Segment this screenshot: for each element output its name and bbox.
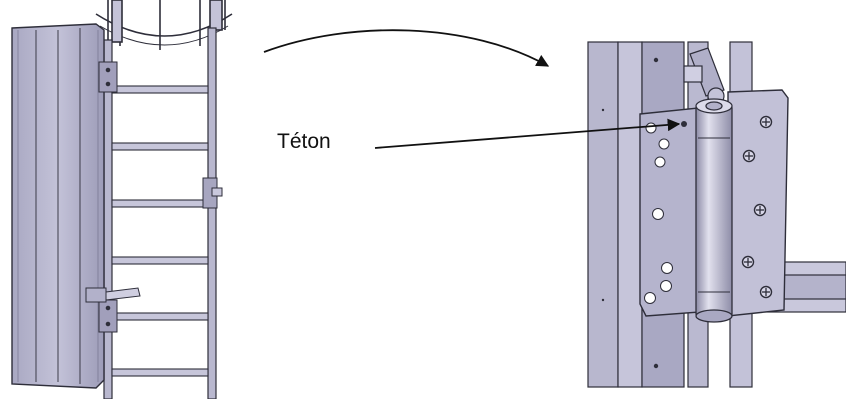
zoom-arrow bbox=[263, 29, 550, 67]
latch-bracket bbox=[202, 177, 223, 209]
callout-arrow bbox=[374, 118, 681, 149]
hinge-barrel bbox=[695, 98, 733, 323]
door-panel bbox=[11, 23, 105, 389]
ladder-rails bbox=[103, 27, 217, 399]
callout-label-teton: Téton bbox=[277, 130, 331, 153]
frame-holes bbox=[601, 57, 659, 369]
lower-hinge bbox=[98, 299, 118, 333]
ladder-rungs bbox=[111, 85, 209, 377]
ladder-cage bbox=[95, 0, 233, 50]
lower-handle bbox=[85, 287, 141, 303]
ladder-overview bbox=[11, 0, 233, 399]
hinge-leaf-right bbox=[727, 89, 789, 317]
stud-teton bbox=[681, 121, 687, 127]
hinge-leaf-left bbox=[639, 107, 701, 317]
hinge-closeup bbox=[586, 41, 846, 399]
upper-hinge bbox=[98, 61, 118, 93]
